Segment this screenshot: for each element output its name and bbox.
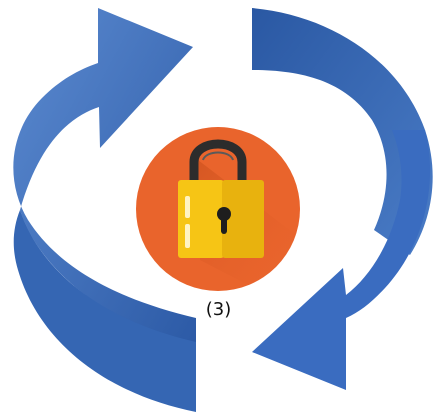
padlock-icon bbox=[136, 127, 300, 291]
caption-label: (3) bbox=[205, 299, 232, 320]
curved-arrow-up-icon bbox=[13, 8, 197, 412]
curved-arrow-down-icon bbox=[252, 8, 433, 390]
